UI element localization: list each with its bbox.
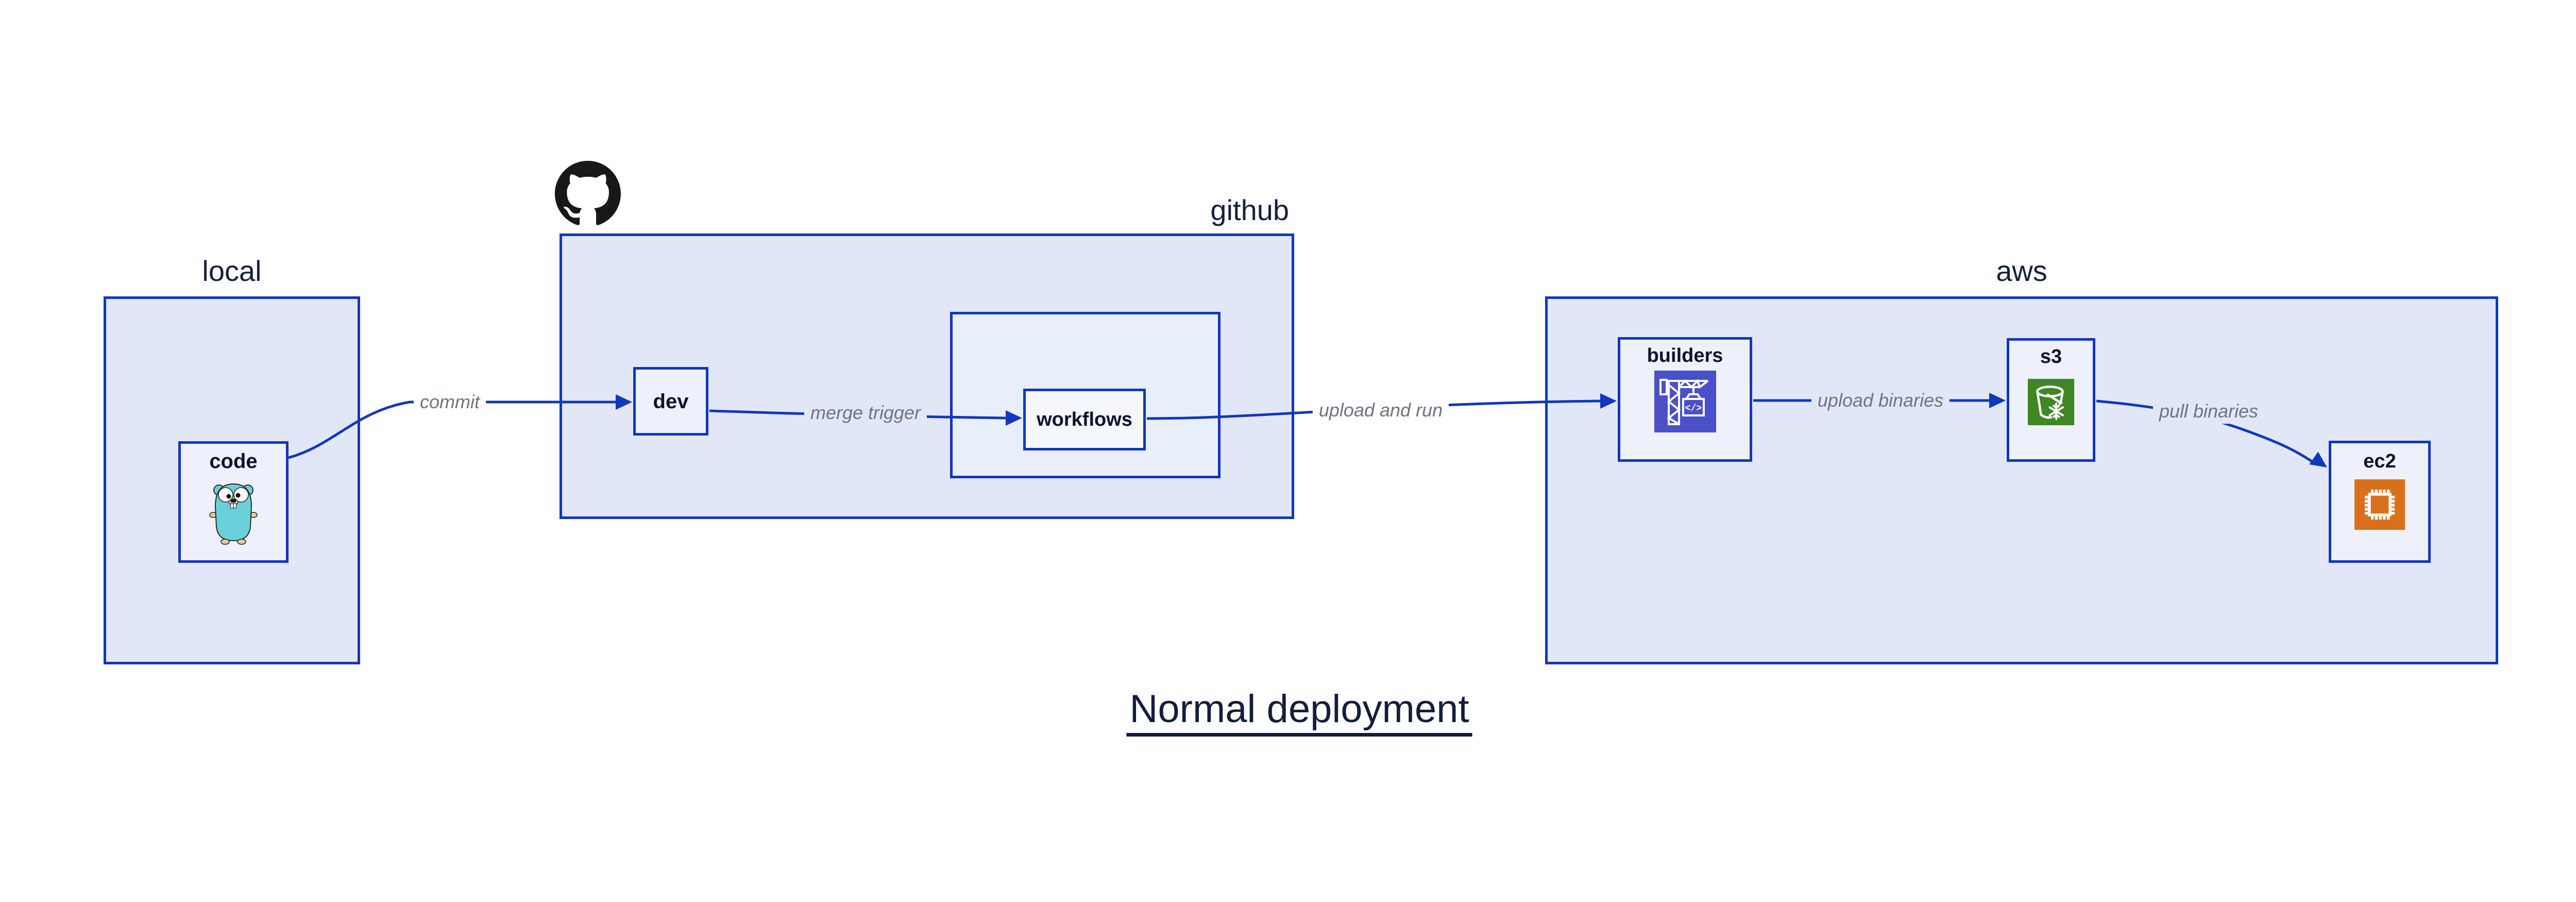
github-container-label: github xyxy=(1210,194,1289,226)
codebuild-crane-icon: </> xyxy=(1654,371,1716,432)
builders-icon-glyph: </> xyxy=(1685,404,1701,414)
node-workflows: workflows xyxy=(1023,389,1146,450)
diagram-title: Normal deployment xyxy=(1126,689,1472,737)
ec2-chip-icon xyxy=(2354,479,2405,530)
node-ec2: ec2 xyxy=(2329,441,2431,563)
github-octocat-icon xyxy=(555,161,621,225)
edge-label-merge-trigger: merge trigger xyxy=(804,400,927,425)
edge-label-pull-binaries: pull binaries xyxy=(2153,399,2265,424)
node-dev-label: dev xyxy=(653,390,689,413)
edge-label-commit: commit xyxy=(414,390,486,414)
node-builders-label: builders xyxy=(1647,345,1723,366)
node-s3-label: s3 xyxy=(2040,346,2062,368)
edge-label-upload-binaries: upload binaries xyxy=(1811,388,1950,413)
node-builders: builders </> xyxy=(1618,337,1752,462)
s3-glacier-bucket-icon xyxy=(2028,379,2074,425)
node-workflows-label: workflows xyxy=(1037,409,1132,430)
node-ec2-label: ec2 xyxy=(2363,450,2396,472)
go-gopher-icon xyxy=(209,483,258,545)
node-code: code xyxy=(178,441,289,563)
local-container-label: local xyxy=(202,255,262,287)
node-code-label: code xyxy=(209,450,258,473)
edge-label-upload-and-run: upload and run xyxy=(1312,398,1449,423)
node-s3: s3 xyxy=(2007,338,2095,462)
aws-container-label: aws xyxy=(1996,255,2047,287)
node-dev: dev xyxy=(633,367,708,436)
